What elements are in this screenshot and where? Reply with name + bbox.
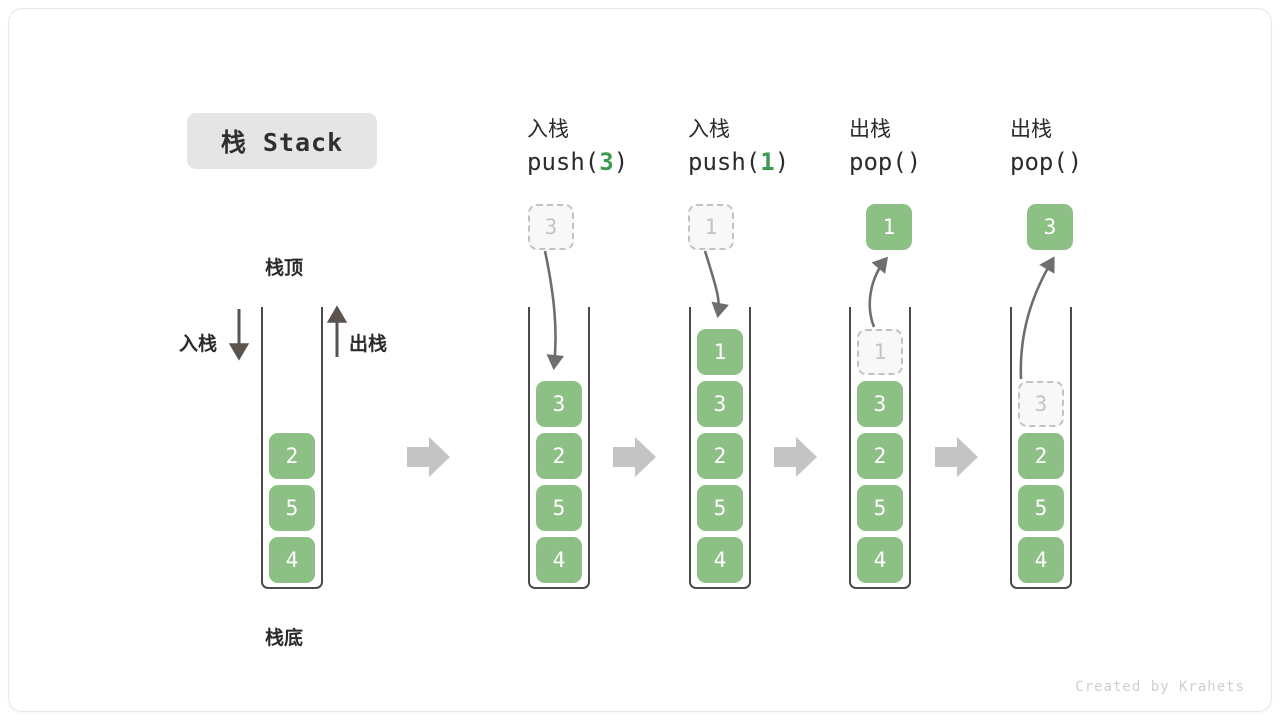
transition-arrow <box>774 437 817 477</box>
stack-cell: 2 <box>857 433 903 479</box>
operation-code-prefix: push( <box>688 148 761 176</box>
stack-cell: 1 <box>697 329 743 375</box>
floating-ghost-cell: 3 <box>528 204 574 250</box>
popped-result-cell: 3 <box>1027 204 1073 250</box>
stack-cell: 3 <box>857 381 903 427</box>
stack-container-pop-3 <box>1010 307 1072 589</box>
title-chip-label: 栈 Stack <box>220 128 344 157</box>
operation-code-arg: 3 <box>599 148 614 176</box>
stack-bottom-label: 栈底 <box>265 628 304 649</box>
stack-cell: 5 <box>857 485 903 531</box>
popped-result-cell: 1 <box>866 204 912 250</box>
stack-cell: 5 <box>536 485 582 531</box>
operation-code-label: pop() <box>849 145 1029 179</box>
floating-ghost-cell: 1 <box>688 204 734 250</box>
operation-code-label: pop() <box>1010 145 1190 179</box>
stack-cell: 4 <box>857 537 903 583</box>
operation-code-suffix: ) <box>906 148 922 176</box>
operation-code-prefix: pop( <box>1010 148 1068 176</box>
stack-cell: 4 <box>269 537 315 583</box>
stack-container-pop-1 <box>849 307 911 589</box>
operation-cn-label: 入栈 <box>527 118 569 141</box>
stack-cell: 4 <box>1018 537 1064 583</box>
stack-cell: 3 <box>536 381 582 427</box>
stack-cell: 2 <box>536 433 582 479</box>
stack-cell: 5 <box>697 485 743 531</box>
transition-arrow <box>935 437 978 477</box>
operation-code-suffix: ) <box>774 148 790 176</box>
stack-top-label: 栈顶 <box>265 258 304 279</box>
stack-cell: 3 <box>697 381 743 427</box>
stack-cell: 2 <box>1018 433 1064 479</box>
operation-header-pop-3: 出栈 pop() <box>1010 115 1190 179</box>
push-direction-label: 入栈 <box>179 334 218 355</box>
stack-cell: 2 <box>269 433 315 479</box>
transition-arrow <box>613 437 656 477</box>
stack-cell: 2 <box>697 433 743 479</box>
stack-cell: 5 <box>269 485 315 531</box>
operation-header-pop-1: 出栈 pop() <box>849 115 1029 179</box>
operation-code-suffix: ) <box>613 148 629 176</box>
operation-code-label: push(3) <box>527 145 707 179</box>
stack-container-push-1 <box>689 307 751 589</box>
diagram-card: 栈 Stack 栈顶 入栈 出栈 2 5 4 栈底 入栈 push(3) 3 3… <box>8 8 1272 712</box>
operation-header-push-3: 入栈 push(3) <box>527 115 707 179</box>
operation-cn-label: 出栈 <box>849 118 891 141</box>
stack-cell: 4 <box>697 537 743 583</box>
stack-ghost-cell: 3 <box>1018 381 1064 427</box>
operation-code-prefix: push( <box>527 148 600 176</box>
diagram-canvas: 栈 Stack 栈顶 入栈 出栈 2 5 4 栈底 入栈 push(3) 3 3… <box>9 9 1273 713</box>
stack-cell: 4 <box>536 537 582 583</box>
title-chip: 栈 Stack <box>187 113 377 169</box>
operation-cn-label: 出栈 <box>1010 118 1052 141</box>
pop-direction-label: 出栈 <box>349 334 388 355</box>
operation-code-label: push(1) <box>688 145 868 179</box>
operation-code-suffix: ) <box>1067 148 1083 176</box>
stack-container-initial <box>261 307 323 589</box>
push-flow-arrow <box>703 250 729 319</box>
stack-ghost-cell: 1 <box>857 329 903 375</box>
stack-cell: 5 <box>1018 485 1064 531</box>
footer-credit: Created by Krahets <box>1075 679 1245 695</box>
operation-code-arg: 1 <box>760 148 775 176</box>
operation-code-prefix: pop( <box>849 148 907 176</box>
stack-container-push-3 <box>528 307 590 589</box>
operation-header-push-1: 入栈 push(1) <box>688 115 868 179</box>
operation-cn-label: 入栈 <box>688 118 730 141</box>
transition-arrow <box>407 437 450 477</box>
